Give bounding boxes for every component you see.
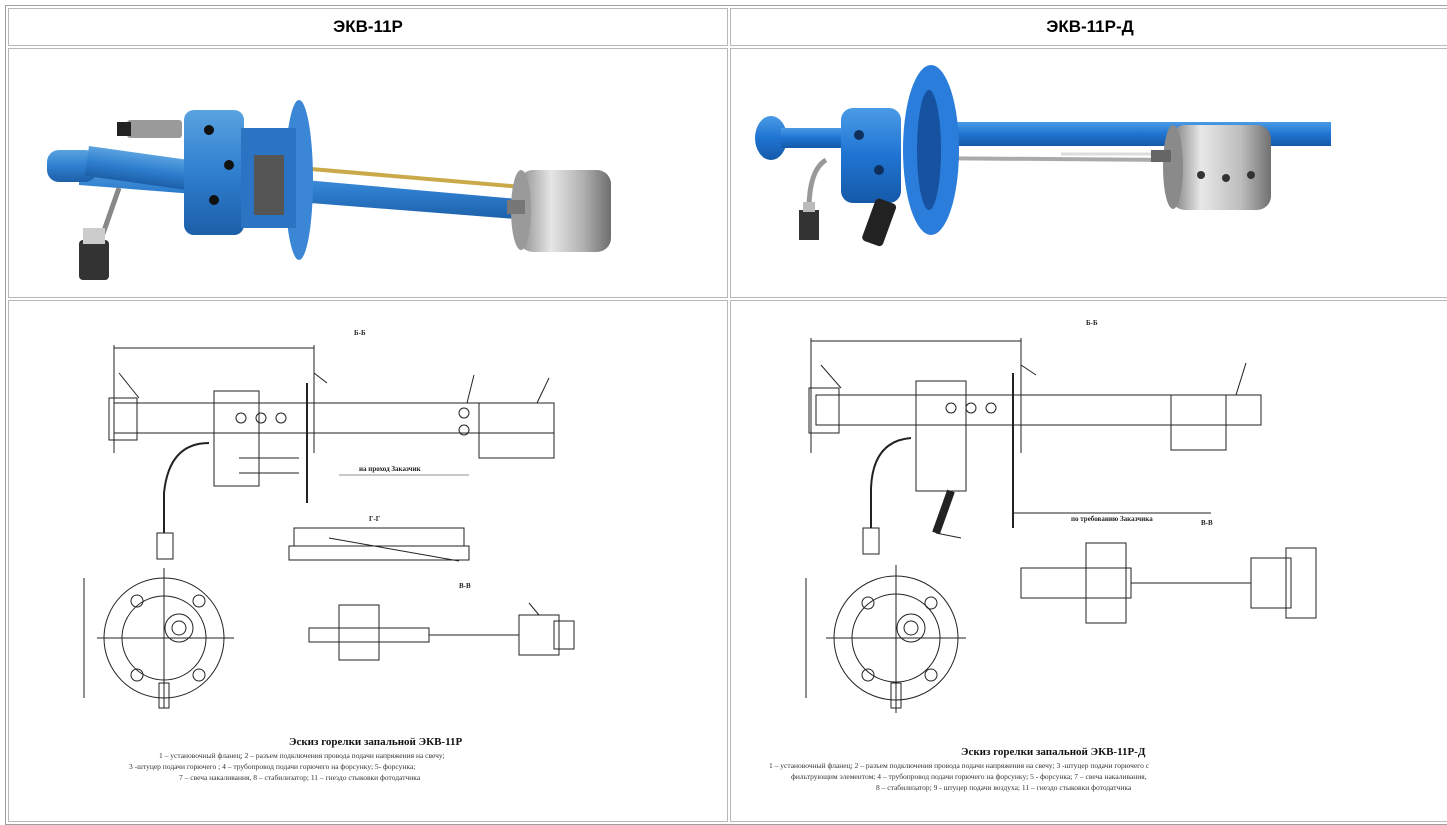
drawing-cell-ekv-11r-d: Б-Б bbox=[730, 300, 1447, 822]
drawing-caption-title: Эскиз горелки запальной ЭКВ-11Р bbox=[289, 736, 462, 748]
section-label-g-g: Г-Г bbox=[369, 515, 381, 523]
section-label-v-v: В-В bbox=[459, 582, 471, 590]
caption-line-1: 1 – установочный фланец; 2 – разъем подк… bbox=[159, 751, 445, 760]
drawing-note: по требованию Заказчика bbox=[1071, 515, 1153, 523]
section-label-b-b: Б-Б bbox=[1086, 319, 1098, 327]
caption-line-2: 3 -штуцер подачи горючего ; 4 – трубопро… bbox=[129, 762, 415, 771]
product-table: ЭКВ-11Р ЭКВ-11Р-Д bbox=[5, 5, 1447, 825]
drawing-note: на проход Заказчик bbox=[359, 465, 422, 473]
caption-line-2: фильтрующим элементом; 4 – трубопровод п… bbox=[791, 772, 1147, 781]
drawing-cell-ekv-11r: Б-Б bbox=[8, 300, 728, 822]
igniter-burner-photo-icon bbox=[755, 65, 1331, 247]
technical-drawing-icon: Б-Б bbox=[83, 329, 575, 782]
section-label-v-v: В-В bbox=[1201, 519, 1213, 527]
igniter-burner-photo-icon bbox=[47, 100, 611, 280]
caption-line-3: 7 – свеча накаливания, 8 – стабилизатор;… bbox=[179, 773, 421, 782]
photo-cell-ekv-11r-d bbox=[730, 48, 1447, 298]
column-header-ekv-11r-d: ЭКВ-11Р-Д bbox=[730, 8, 1447, 46]
caption-line-3: 8 – стабилизатор; 9 - штуцер подачи возд… bbox=[876, 783, 1132, 792]
column-header-ekv-11r: ЭКВ-11Р bbox=[8, 8, 728, 46]
drawing-caption-title: Эскиз горелки запальной ЭКВ-11Р-Д bbox=[961, 746, 1146, 758]
photo-cell-ekv-11r bbox=[8, 48, 728, 298]
section-label-b-b: Б-Б bbox=[354, 329, 366, 337]
technical-drawing-icon: Б-Б bbox=[769, 319, 1317, 792]
caption-line-1: 1 – установочный фланец; 2 – разъем подк… bbox=[769, 761, 1150, 770]
